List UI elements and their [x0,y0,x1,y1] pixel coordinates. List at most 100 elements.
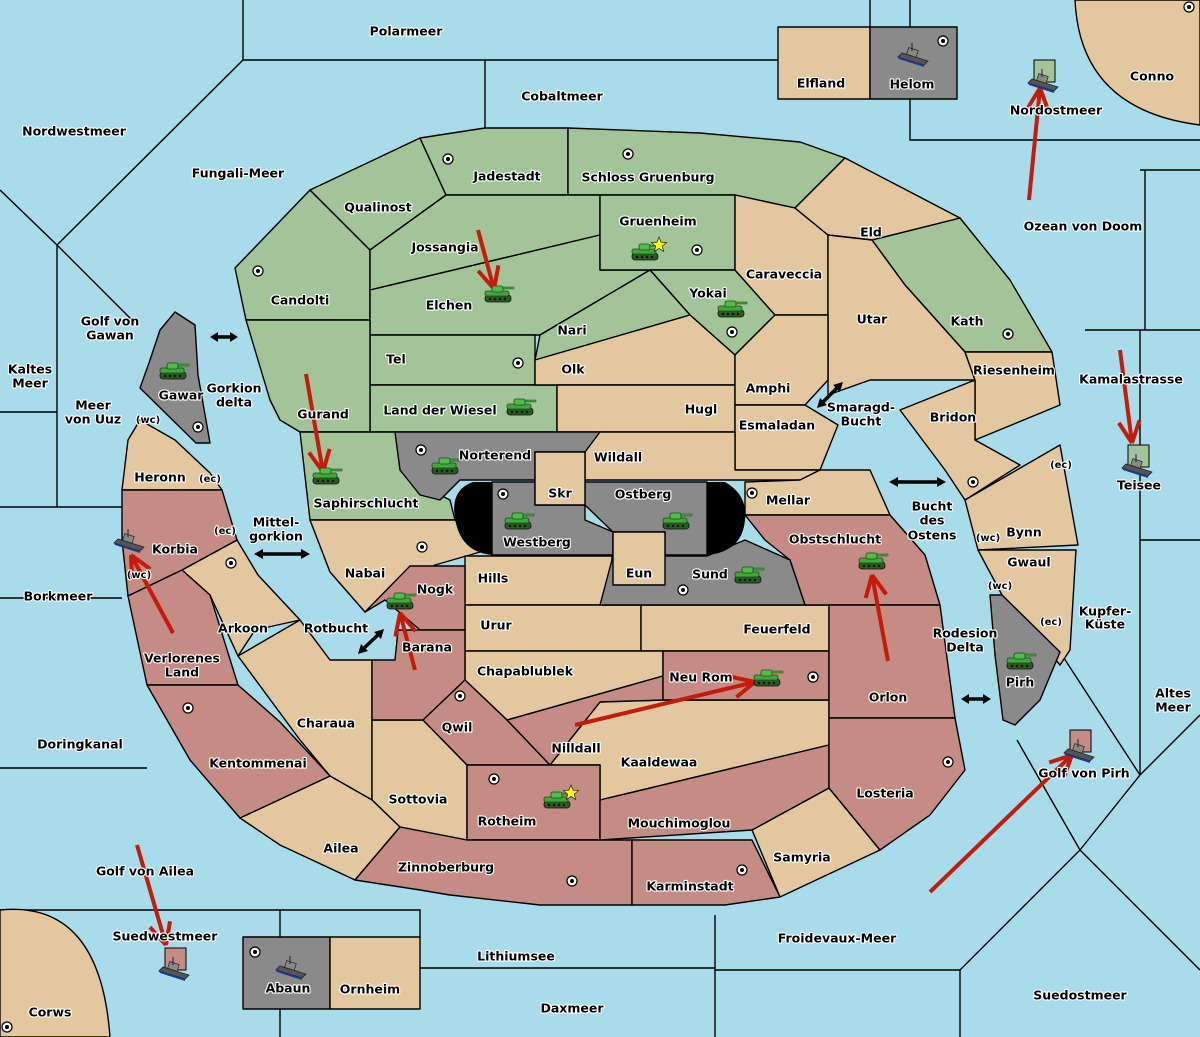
labels-layer: PolarmeerCobaltmeerNordwestmeerFungali-M… [7,22,1193,1020]
region-label: Doringkanal [37,737,123,752]
supply-center-gawar-icon [192,421,204,433]
region-label: Gawar [159,388,205,403]
coast-label: (wc) [127,570,151,581]
region-label: Ozean von Doom [1024,219,1143,234]
region-label: Wildall [594,450,642,465]
region-label: Utar [857,312,889,327]
region-label: Karminstadt [646,879,733,894]
supply-center-jadestadt-icon [442,153,454,165]
region-label: Orlon [869,690,908,705]
move-order-froidevaux-meer-to-golf-von-pirh [928,753,1074,894]
territory-conno[interactable] [1074,0,1200,126]
connector-gawan-gorkion [210,332,238,342]
region-label: Olk [561,362,585,377]
region-label: delta [216,395,252,410]
region-label: Nordwestmeer [22,124,127,139]
territory-nabai[interactable] [309,519,481,613]
region-label: Suedostmeer [1033,988,1127,1003]
territory-gwaul[interactable] [977,549,1077,666]
region-label: Nogk [417,582,454,597]
region-label: Yokai [688,286,727,301]
territory-karminstadt[interactable] [631,839,781,906]
territory-bynn[interactable] [964,444,1079,551]
region-label: Froidevaux-Meer [778,931,897,946]
region-label: Meer [1155,700,1191,715]
region-label: Ostens [908,528,957,543]
region-label: Eld [860,225,882,240]
region-label: Smaragd- [827,400,895,415]
territory-jadestadt[interactable] [419,127,569,196]
region-label: Losteria [856,786,913,801]
territory-arkoon[interactable] [181,539,301,657]
fleet-unit-suedwestmeer[interactable] [158,947,190,982]
region-label: Meer [12,376,48,391]
region-label: Meer [75,398,111,413]
region-label: Cobaltmeer [521,89,603,104]
army-unit-rotheim[interactable] [543,783,580,809]
supply-center-losteria-icon [942,756,954,768]
supply-center-bridon-icon [967,476,979,488]
supply-center-tel-icon [512,357,524,369]
territories-layer [121,26,1079,1010]
territory-eld[interactable] [794,157,961,241]
region-label: Golf von [81,314,140,329]
move-order-golf-von-ailea-to-suedwestmeer [135,844,172,947]
territory-bridon[interactable] [899,379,1021,501]
territory-ornheim[interactable] [329,936,421,1010]
territory-norterend[interactable] [394,431,601,501]
territory-eun[interactable] [612,531,666,586]
region-label: Delta [946,640,984,655]
connector-rotbucht [358,629,384,654]
move-order-kamalastrasse-to-teisee [1117,349,1142,445]
region-label: Amphi [746,381,791,396]
territory-corws[interactable] [0,908,111,1037]
region-label: Eun [626,566,652,581]
territory-mouchimoglou[interactable] [599,744,830,841]
fleet-unit-golf-von-pirh[interactable] [1063,729,1095,764]
region-label: Ailea [323,841,358,856]
territory-rotheim[interactable] [466,764,601,841]
territory-nilldall[interactable] [506,675,664,766]
region-label: Kaaldewaa [621,755,698,770]
fleet-unit-nordostmeer[interactable] [1027,59,1059,94]
region-label: Sottovia [389,792,448,807]
region-label: Helom [890,77,935,92]
territory-barana[interactable] [371,629,466,721]
region-label: Kupfer- [1079,604,1132,619]
coast-label: (wc) [136,415,160,426]
region-label: Mellar [766,493,811,508]
region-label: Bridon [930,410,976,425]
region-label: Sund [692,567,728,582]
army-unit-gruenheim[interactable] [631,235,668,261]
territory-kentommenai[interactable] [146,684,331,819]
coast-label: (ec) [214,526,236,537]
territory-skr[interactable] [534,451,586,506]
territory-riesenheim[interactable] [964,351,1061,441]
region-label: Pirh [1006,675,1035,690]
region-label: Hugl [685,402,718,417]
fleet-unit-teisee[interactable] [1121,444,1153,479]
territory-losteria[interactable] [828,717,966,851]
region-label: Rodesion [933,626,998,641]
territory-gruenheim[interactable] [599,194,736,271]
region-label: Borkmeer [24,589,94,604]
region-label: Korbia [152,542,198,557]
region-label: Rotheim [478,814,537,829]
connection-arrows [210,332,991,704]
region-label: Suedwestmeer [113,929,219,944]
region-label: Jadestadt [472,169,540,184]
supply-center-westberg-icon [497,488,509,500]
supply-center-kentommenai-icon [182,702,194,714]
region-label: Rotbucht [304,621,368,636]
region-label: Conno [1130,69,1175,84]
supply-center-zinnoberburg-icon [566,875,578,887]
region-label: Bynn [1006,525,1041,540]
region-label: Caraveccia [746,267,822,282]
region-label: Esmaladan [739,418,815,433]
supply-center-qwil-icon [454,690,466,702]
coast-label: (ec) [1040,617,1062,628]
region-label: gorkion [249,529,303,544]
region-label: Abaun [266,981,311,996]
region-label: Norterend [459,448,531,463]
units-layer [113,42,1153,982]
